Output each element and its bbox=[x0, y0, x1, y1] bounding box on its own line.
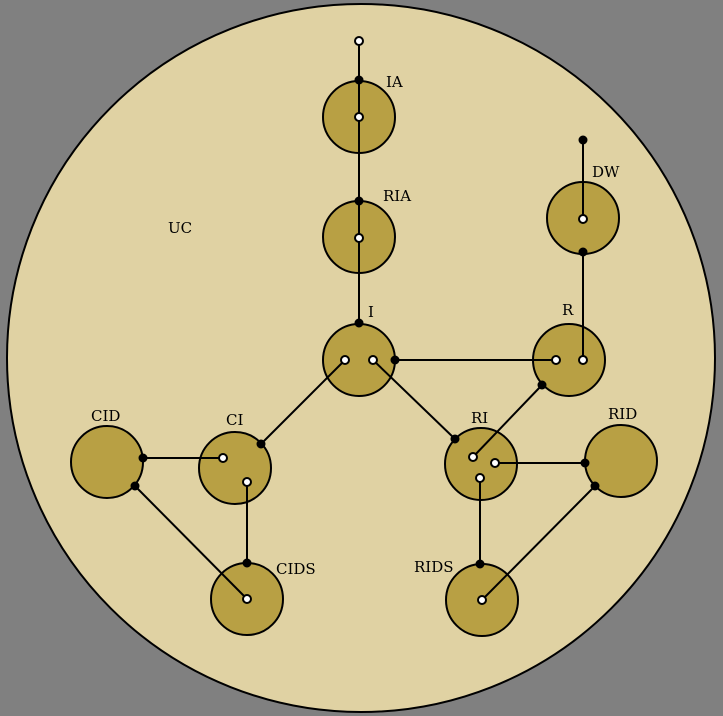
port-open bbox=[242, 594, 252, 604]
edge-I-RI bbox=[372, 359, 456, 440]
port-open bbox=[490, 458, 500, 468]
port-open bbox=[340, 355, 350, 365]
port-solid bbox=[578, 247, 588, 257]
node-CI-circle bbox=[198, 431, 272, 505]
edge-CID-CIDS bbox=[134, 485, 248, 600]
port-solid bbox=[354, 75, 364, 85]
port-solid bbox=[590, 481, 600, 491]
port-solid bbox=[354, 196, 364, 206]
port-solid bbox=[390, 355, 400, 365]
port-open bbox=[354, 112, 364, 122]
node-RI-label: RI bbox=[471, 409, 488, 427]
port-open bbox=[477, 595, 487, 605]
port-solid bbox=[138, 453, 148, 463]
port-solid bbox=[580, 458, 590, 468]
node-RIA-label: RIA bbox=[383, 187, 411, 205]
node-CI: CI bbox=[198, 411, 272, 505]
node-I-label: I bbox=[368, 303, 374, 321]
universe-label: UC bbox=[168, 219, 192, 237]
port-open bbox=[468, 452, 478, 462]
port-solid bbox=[578, 135, 588, 145]
port-open bbox=[578, 214, 588, 224]
port-solid bbox=[130, 481, 140, 491]
port-solid bbox=[475, 559, 485, 569]
node-CIDS-label: CIDS bbox=[276, 560, 316, 578]
node-CID: CID bbox=[70, 407, 144, 499]
port-solid bbox=[537, 380, 547, 390]
node-I-circle bbox=[322, 323, 396, 397]
port-solid bbox=[354, 318, 364, 328]
port-open bbox=[368, 355, 378, 365]
solid-ports bbox=[130, 75, 600, 569]
port-open bbox=[578, 355, 588, 365]
node-R: R bbox=[532, 301, 606, 397]
port-solid bbox=[450, 434, 460, 444]
node-RID-label: RID bbox=[608, 405, 637, 423]
port-solid bbox=[256, 439, 266, 449]
port-open bbox=[354, 233, 364, 243]
node-RIDS-label: RIDS bbox=[414, 558, 454, 576]
node-CI-label: CI bbox=[226, 411, 243, 429]
edge-R-RI bbox=[472, 384, 543, 458]
edge-I-CI bbox=[260, 359, 346, 445]
node-DW-label: DW bbox=[592, 163, 620, 181]
node-R-label: R bbox=[562, 301, 574, 319]
node-IA-label: IA bbox=[386, 73, 403, 91]
open-ports bbox=[218, 36, 588, 605]
edges bbox=[134, 41, 596, 601]
port-open bbox=[218, 453, 228, 463]
edge-RID-RIDS bbox=[481, 485, 596, 601]
node-CID-label: CID bbox=[91, 407, 120, 425]
port-open bbox=[354, 36, 364, 46]
port-open bbox=[475, 473, 485, 483]
port-open bbox=[551, 355, 561, 365]
port-open bbox=[242, 477, 252, 487]
port-solid bbox=[242, 558, 252, 568]
